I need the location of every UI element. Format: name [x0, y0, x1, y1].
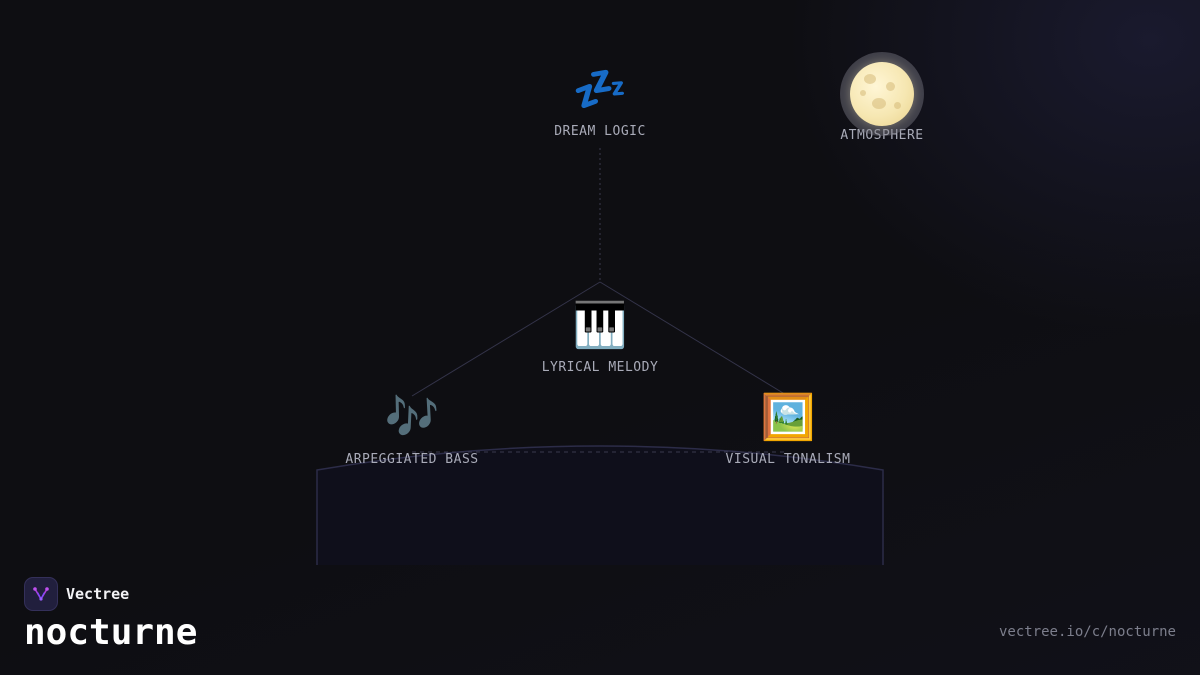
node-label: LYRICAL MELODY: [541, 360, 659, 375]
node-label: VISUAL TONALISM: [725, 452, 851, 467]
node-dream-logic[interactable]: 💤 DREAM LOGIC: [500, 62, 700, 139]
node-label: ARPEGGIATED BASS: [345, 452, 479, 467]
framed-picture-icon: 🖼️: [760, 392, 816, 443]
moon-icon: [840, 52, 924, 136]
node-arpeggiated-bass[interactable]: 🎶 ARPEGGIATED BASS: [312, 390, 512, 467]
edge-lyrical-melody-to-arpeggiated-bass: [411, 281, 601, 397]
node-visual-tonalism[interactable]: 🖼️ VISUAL TONALISM: [688, 390, 888, 467]
brand-name: Vectree: [66, 585, 130, 603]
vectree-logo-icon: [24, 577, 58, 611]
footer-url[interactable]: vectree.io/c/nocturne: [998, 624, 1176, 640]
node-label: ATMOSPHERE: [840, 128, 924, 143]
node-label: DREAM LOGIC: [554, 124, 646, 139]
edge-lyrical-melody-to-visual-tonalism: [599, 281, 789, 397]
brand[interactable]: Vectree: [24, 577, 129, 611]
base-platform: [316, 445, 884, 565]
page-title: nocturne: [24, 612, 198, 653]
node-lyrical-melody[interactable]: 🎹 LYRICAL MELODY: [500, 298, 700, 375]
music-notes-icon: 🎶: [384, 392, 440, 443]
zzz-icon: 💤: [572, 64, 628, 115]
node-atmosphere[interactable]: ATMOSPHERE: [782, 52, 982, 143]
piano-icon: 🎹: [572, 300, 628, 351]
